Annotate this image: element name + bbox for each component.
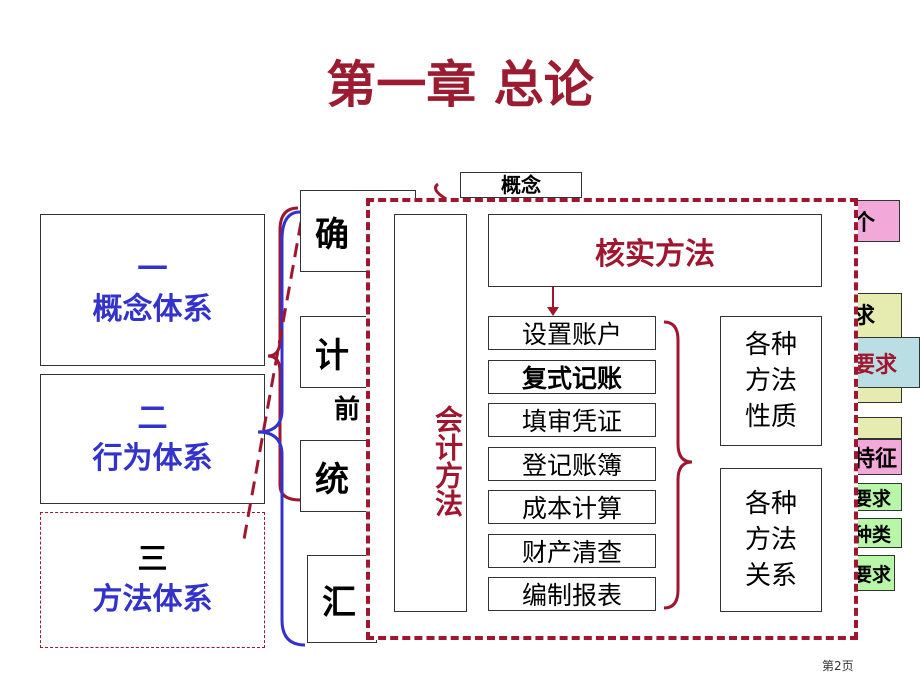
right-brace — [663, 320, 693, 610]
concept-system-box: 一 概念体系 — [40, 214, 265, 366]
method-system-box: 三 方法体系 — [40, 512, 265, 648]
method-item: 复式记账 — [488, 360, 656, 394]
method-item: 成本计算 — [488, 490, 656, 524]
verification-methods-header: 核实方法 — [488, 214, 822, 287]
method-item: 登记账簿 — [488, 447, 656, 481]
right-box: 特征 — [850, 439, 902, 475]
accounting-methods-label: 会计方法 — [394, 214, 467, 612]
arrow-down-icon — [547, 287, 559, 316]
calc-box: 计 — [300, 316, 370, 388]
method-relation-box: 各种方法关系 — [720, 468, 822, 612]
method-item: 财产清查 — [488, 534, 656, 568]
right-box: 要求 — [850, 483, 902, 511]
label: 方法体系 — [92, 582, 213, 617]
slide-title: 第一章 总论 — [326, 56, 594, 114]
num: 一 — [137, 252, 168, 287]
right-box: 要求 — [850, 337, 920, 388]
method-item: 填审凭证 — [488, 403, 656, 437]
front-fragment: 前 — [334, 395, 361, 425]
num: 三 — [137, 542, 168, 577]
right-box: 种类 — [850, 518, 902, 548]
method-item: 设置账户 — [488, 316, 656, 350]
method-item: 编制报表 — [488, 577, 656, 611]
method-nature-box: 各种方法性质 — [720, 316, 822, 446]
label: 概念体系 — [92, 292, 213, 327]
label: 行为体系 — [92, 441, 213, 476]
page-number: 第2页 — [822, 659, 854, 673]
summary-box: 汇 — [307, 555, 377, 643]
stat-box: 统 — [300, 440, 370, 512]
behavior-system-box: 二 行为体系 — [40, 374, 265, 504]
num: 二 — [137, 401, 168, 436]
concept-box: 概念 — [460, 172, 582, 198]
